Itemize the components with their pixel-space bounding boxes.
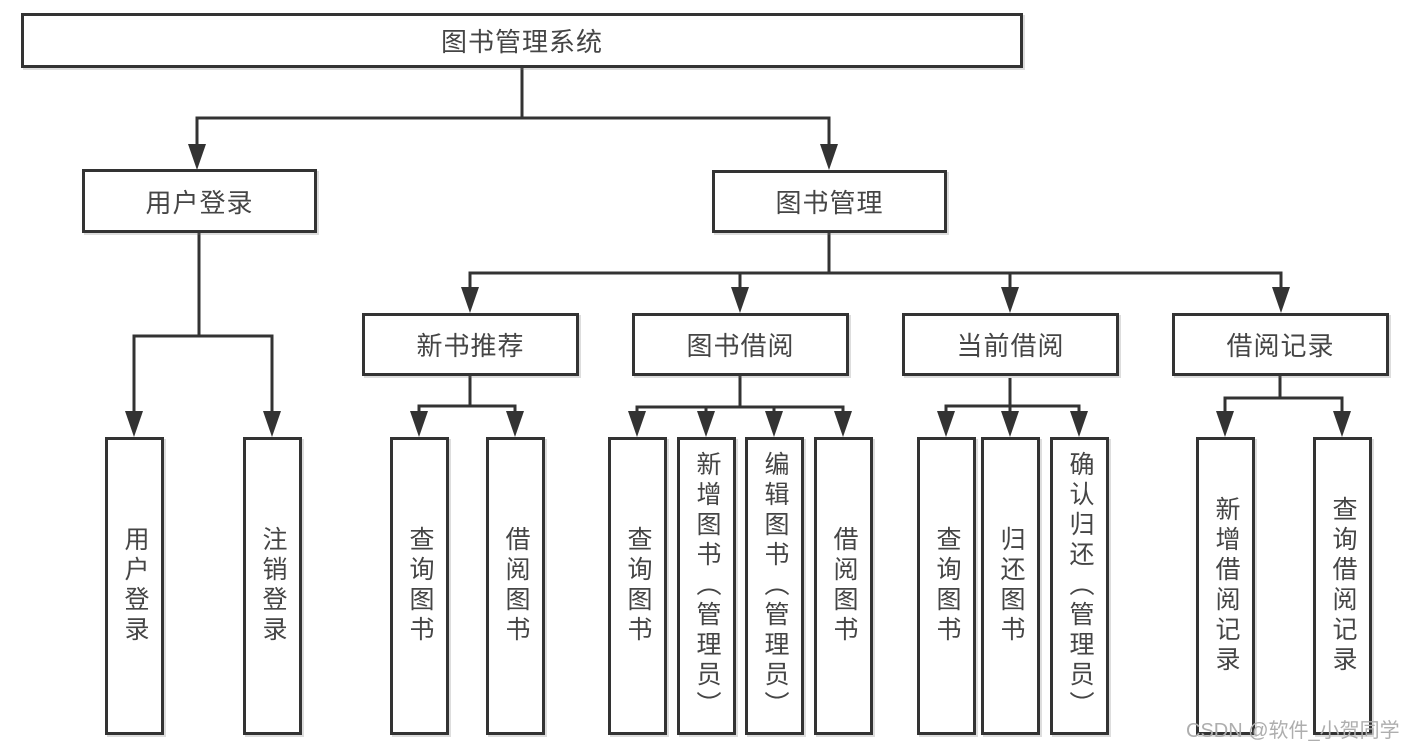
node-borrowing-records: 借阅记录 [1172,313,1389,376]
node-book-borrowing-label: 图书借阅 [686,331,795,361]
node-book-management: 图书管理 [712,170,947,233]
node-book-management-label: 图书管理 [775,188,884,218]
leaf-add-book-admin-label: 新增图书（管理员） [693,451,721,721]
node-library-system: 图书管理系统 [21,13,1023,68]
leaf-borrow-books-borrowing: 借阅图书 [814,437,873,735]
leaf-logout: 注销登录 [243,437,302,735]
node-borrowing-records-label: 借阅记录 [1226,331,1335,361]
leaf-user-login: 用户登录 [105,437,164,735]
node-new-book-recommendation-label: 新书推荐 [416,331,525,361]
leaf-add-borrow-record-label: 新增借阅记录 [1212,496,1240,676]
node-library-system-label: 图书管理系统 [440,27,603,57]
leaf-borrow-books-borrowing-label: 借阅图书 [830,526,858,646]
leaf-return-books-label: 归还图书 [997,526,1025,646]
leaf-query-books-current: 查询图书 [917,437,976,735]
leaf-query-books-recommend: 查询图书 [390,437,449,735]
leaf-query-borrow-record: 查询借阅记录 [1313,437,1372,735]
node-user-login: 用户登录 [82,169,317,233]
node-current-borrowing: 当前借阅 [902,313,1119,376]
node-user-login-label: 用户登录 [145,187,254,218]
leaf-confirm-return-admin-label: 确认归还（管理员） [1066,451,1094,721]
leaf-borrow-books-recommend-label: 借阅图书 [502,526,530,646]
leaf-query-books-recommend-label: 查询图书 [406,526,434,646]
leaf-return-books: 归还图书 [981,437,1040,735]
leaf-query-books-borrowing: 查询图书 [608,437,667,735]
leaf-query-books-borrowing-label: 查询图书 [624,526,652,646]
node-current-borrowing-label: 当前借阅 [956,331,1065,361]
leaf-borrow-books-recommend: 借阅图书 [486,437,545,735]
csdn-watermark: CSDN @软件_小贺同学 [1186,720,1400,742]
leaf-edit-book-admin-label: 编辑图书（管理员） [761,451,789,721]
node-book-borrowing: 图书借阅 [632,313,849,376]
leaf-add-book-admin: 新增图书（管理员） [677,437,736,735]
leaf-user-login-label: 用户登录 [121,526,149,646]
leaf-logout-label: 注销登录 [259,526,287,646]
arrowhead-icons [125,144,1351,437]
leaf-confirm-return-admin: 确认归还（管理员） [1050,437,1109,735]
node-new-book-recommendation: 新书推荐 [362,313,579,376]
leaf-query-books-current-label: 查询图书 [933,526,961,646]
leaf-add-borrow-record: 新增借阅记录 [1196,437,1255,735]
leaf-query-borrow-record-label: 查询借阅记录 [1329,496,1357,676]
leaf-edit-book-admin: 编辑图书（管理员） [745,437,804,735]
